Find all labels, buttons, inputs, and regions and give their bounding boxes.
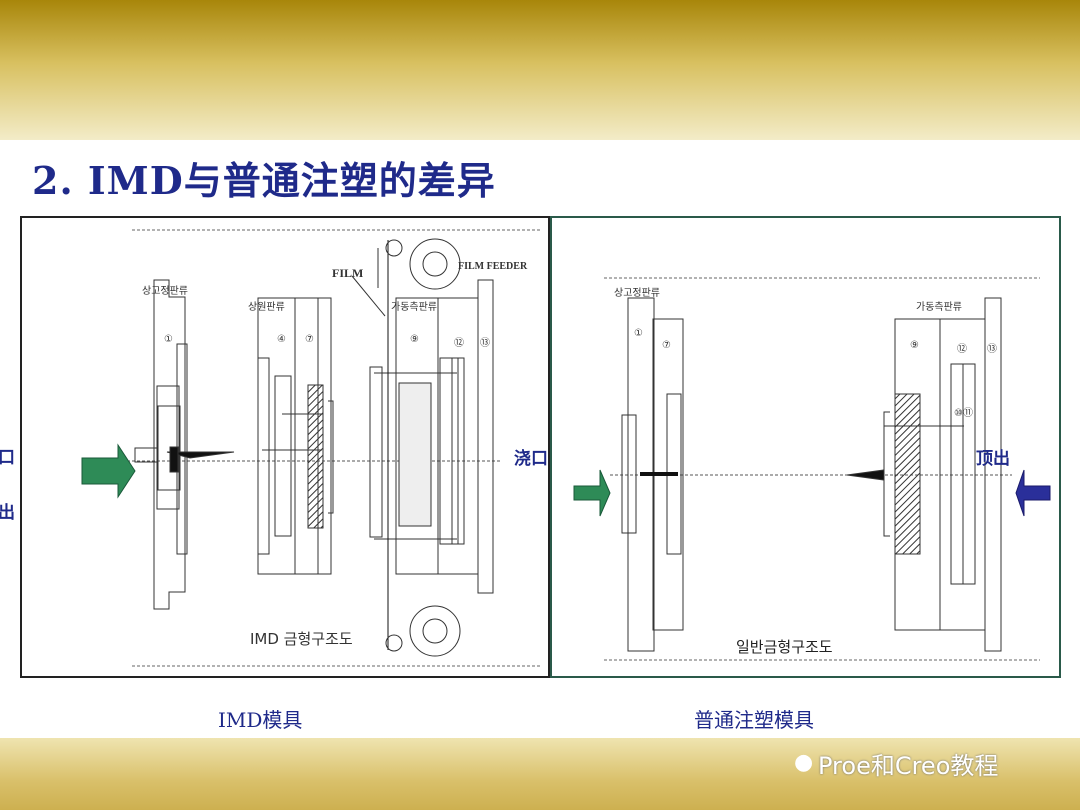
label-film-feeder: FILM FEEDER [458,261,528,272]
watermark: Proe和Creo教程 [818,752,999,780]
label-middle-plate: 상원판류 [248,302,285,313]
part-1: ① [634,328,643,339]
caption-imd-mold: IMD模具 [218,708,303,732]
part-1: ① [164,334,173,345]
cut-label: 出 [0,503,15,523]
part-7: ⑦ [662,340,671,351]
eject-arrow [1015,469,1051,517]
part-4: ④ [277,334,286,345]
part-10-11: ⑩⑪ [954,408,973,419]
part-12: ⑫ [957,344,967,355]
label-fixed-plate: 상고정판류 [614,288,660,299]
footer-band [0,738,1080,810]
label-moving-plate: 가동측판류 [916,302,962,313]
gate-label: 浇口 [514,449,548,469]
imd-caption: IMD 금형구조도 [250,630,353,648]
slide-title: 2. IMD与普通注塑的差异 [32,158,496,203]
normal-caption: 일반금형구조도 [736,638,833,656]
eject-label: 顶出 [976,449,1010,469]
part-7: ⑦ [305,334,314,345]
inject-arrow [81,443,136,499]
caption-normal-mold: 普通注塑模具 [694,708,814,732]
header-band [0,0,1080,140]
label-moving-plate: 가동측판류 [391,302,437,313]
label-film: FILM [332,266,364,280]
part-12: ⑫ [454,338,464,349]
cut-label: 口 [0,448,15,468]
part-9: ⑨ [910,340,919,351]
part-9: ⑨ [410,334,419,345]
imd-mold-diagram: 상고정판류 상원판류 가동측판류 FILM FILM FEEDER ① ④ ⑦ … [20,216,550,678]
inject-arrow [573,469,611,517]
part-13: ⑬ [987,344,997,355]
label-fixed-plate: 상고정판류 [142,286,188,297]
part-13: ⑬ [480,338,490,349]
normal-mold-diagram: 상고정판류 가동측판류 ① ⑦ ⑨ ⑩⑪ ⑫ ⑬ 일반금형구조도 顶出 [550,216,1061,678]
wechat-icon: ● [794,750,814,775]
